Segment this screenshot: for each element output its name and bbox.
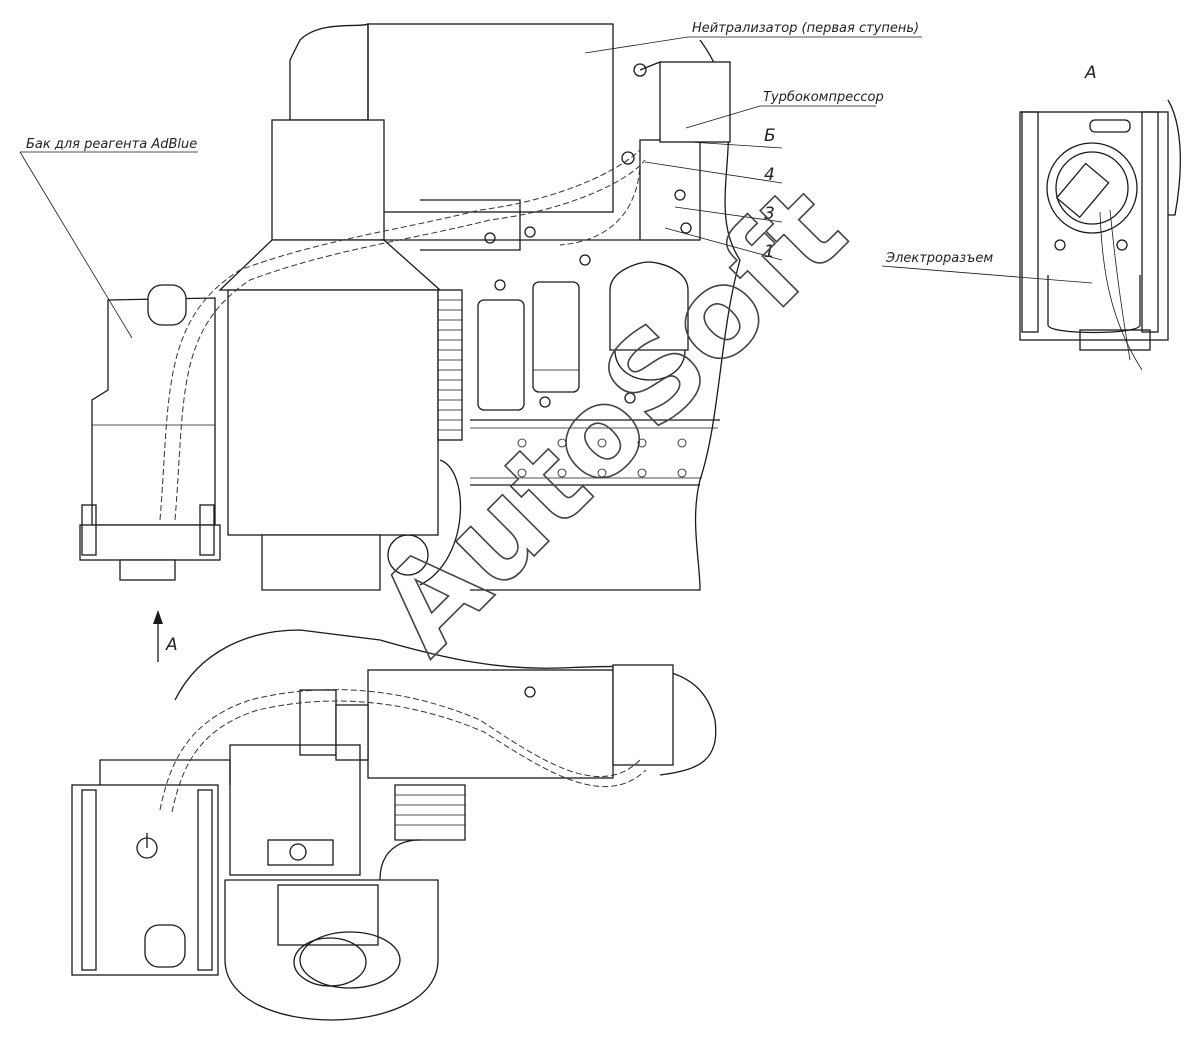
label-1: 1 <box>764 242 775 262</box>
adblue-tank <box>91 297 216 526</box>
top-assembly-view <box>79 22 741 591</box>
label-4: 4 <box>764 165 775 185</box>
muffler-box <box>227 289 439 536</box>
rail-holes <box>517 438 687 478</box>
label-connector: Электроразъем <box>885 251 993 266</box>
detail-tank-body <box>1019 111 1169 341</box>
filter-2 <box>532 281 580 393</box>
detail-cap-ring <box>1046 142 1138 234</box>
bottom-assembly-view <box>71 629 717 1021</box>
detail-view-a <box>1019 99 1181 371</box>
label-view-a-title: А <box>1084 63 1097 83</box>
corrugation <box>438 299 462 431</box>
filter-3 <box>609 261 689 351</box>
neutralizer-box <box>367 23 614 213</box>
filter-1 <box>477 299 525 411</box>
leader-lines <box>19 36 1093 662</box>
label-tank: Бак для реагента AdBlue <box>26 137 197 152</box>
neutralizer-plan <box>367 669 614 779</box>
corrugated-hose <box>437 289 463 441</box>
label-b: Б <box>764 126 776 146</box>
tank-bottom-mount <box>79 524 221 561</box>
turbo-bracket <box>639 139 701 241</box>
exhaust-pipe-section <box>271 119 385 241</box>
label-neutralizer: Нейтрализатор (первая ступень) <box>692 21 919 36</box>
tank-cap <box>147 284 187 326</box>
turbo-housing <box>659 61 731 143</box>
label-turbo: Турбокомпрессор <box>763 90 884 105</box>
neutralizer-end <box>612 664 674 766</box>
label-3: 3 <box>764 204 775 224</box>
label-view-a-arrow: А <box>165 635 178 655</box>
